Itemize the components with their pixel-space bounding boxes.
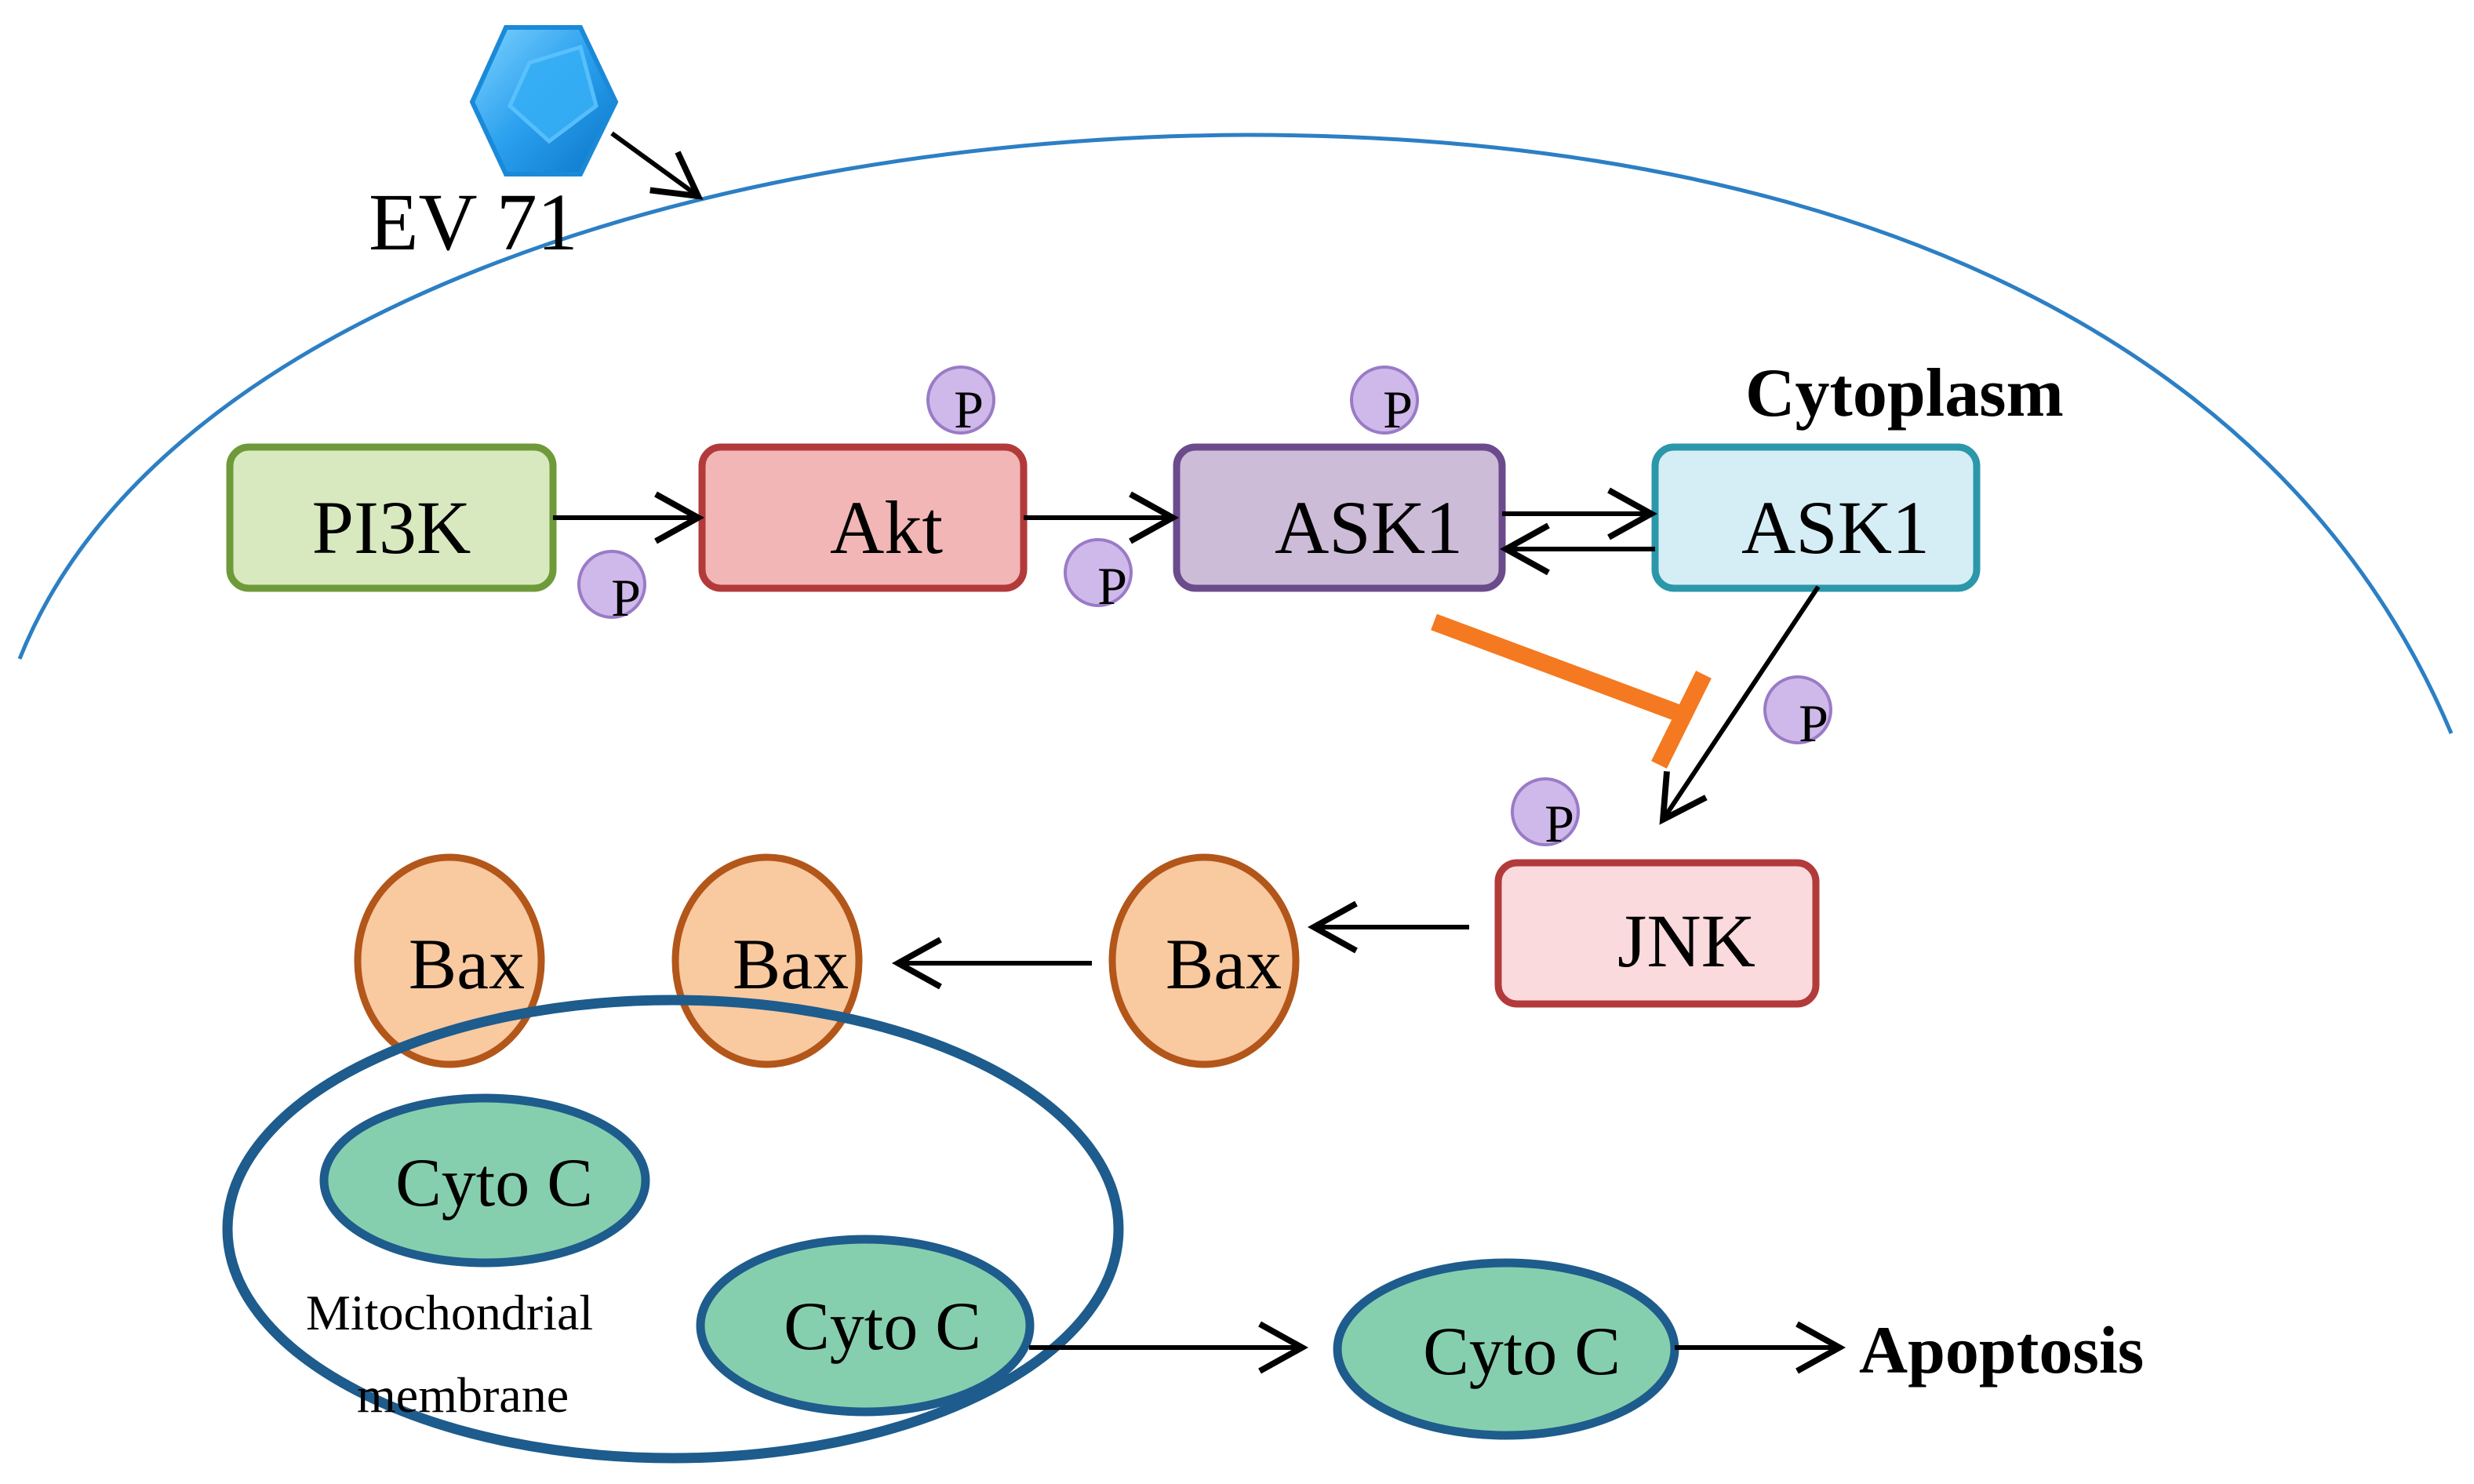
- akt-node: Akt: [698, 443, 1028, 592]
- virus-label: EV 71: [369, 177, 578, 267]
- ask1-to-jnk-arrow: [1659, 585, 1821, 825]
- mitochondrial-label-line1: Mitochondrial: [306, 1285, 593, 1340]
- phospho-label: P: [1097, 556, 1127, 616]
- pi3k-label: PI3K: [312, 486, 471, 569]
- phospho-ask1: P: [1350, 366, 1419, 439]
- cytoplasm-label: Cytoplasm: [1745, 355, 2064, 431]
- mitochondrial-membrane: [222, 995, 1124, 1464]
- cell-membrane: [17, 133, 2454, 734]
- phospho-label: P: [1383, 380, 1413, 439]
- jnk-node: JNK: [1494, 859, 1820, 1008]
- phospho-ask1-label: ASK1: [1275, 486, 1463, 569]
- cyto-c-released: Cyto C: [1333, 1258, 1679, 1440]
- ask1-label: ASK1: [1741, 486, 1930, 569]
- phospho-pi3k: P: [577, 550, 646, 627]
- phospho-label: P: [1799, 693, 1828, 753]
- phospho-akt-out: P: [1064, 538, 1133, 616]
- phospho-label: P: [954, 380, 984, 439]
- bax-label: Bax: [409, 924, 525, 1004]
- akt-label: Akt: [830, 486, 943, 569]
- phospho-label: P: [1544, 794, 1574, 853]
- cyto-c-inner-1: Cyto C: [319, 1093, 650, 1268]
- jnk-label: JNK: [1617, 899, 1755, 983]
- inhibition-symbol: [1431, 613, 1712, 769]
- apoptosis-label: Apoptosis: [1859, 1312, 2144, 1388]
- bax-node-2: Bax: [671, 853, 863, 1068]
- phospho-jnk: P: [1511, 777, 1580, 853]
- phospho-ask1-node: ASK1: [1173, 443, 1506, 592]
- phospho-ask1-out: P: [1763, 675, 1832, 753]
- phospho-label: P: [611, 568, 641, 627]
- cyto-c-label: Cyto C: [784, 1289, 981, 1365]
- cyto-c-label: Cyto C: [395, 1145, 593, 1221]
- cyto-c-inner-2: Cyto C: [696, 1235, 1035, 1417]
- virus-entry-arrow: [610, 131, 704, 200]
- bax-node-1: Bax: [354, 853, 545, 1068]
- bax-label: Bax: [1166, 924, 1282, 1004]
- bax-node-3: Bax: [1108, 853, 1300, 1068]
- bax-label: Bax: [733, 924, 849, 1004]
- ask1-node: ASK1: [1651, 443, 1981, 592]
- hexagon-virus-icon: [469, 25, 619, 176]
- pi3k-node: PI3K: [226, 443, 557, 592]
- cyto-c-label: Cyto C: [1423, 1314, 1621, 1390]
- phospho-akt: P: [926, 366, 995, 439]
- mitochondrial-label-line2: membrane: [357, 1367, 569, 1423]
